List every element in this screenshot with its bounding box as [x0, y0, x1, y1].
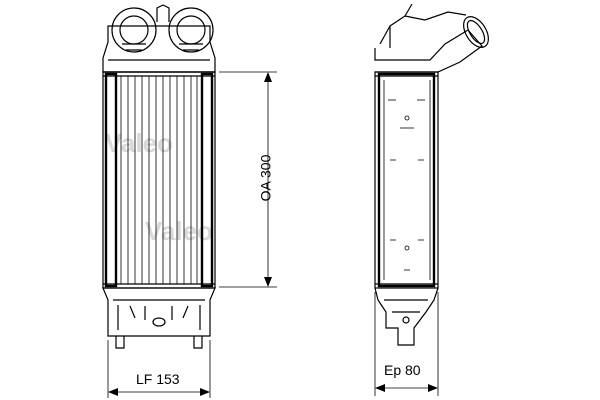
height-dimension-label: OA 300 — [257, 154, 274, 202]
right-foot — [193, 336, 203, 349]
side-bottom-tank — [374, 287, 439, 346]
width-dimension-label: LF 153 — [136, 371, 180, 387]
depth-dimension — [374, 292, 439, 396]
side-body — [374, 71, 439, 289]
left-foot — [115, 336, 125, 349]
side-view — [374, 3, 489, 346]
width-arrow-right — [200, 388, 210, 396]
right-pipe-outer — [168, 7, 214, 53]
depth-arrow-left — [375, 384, 385, 392]
left-pipe-outer — [111, 7, 157, 53]
depth-arrow-right — [428, 384, 438, 392]
outlet-flange — [463, 16, 489, 48]
core-fins — [120, 76, 198, 284]
right-side-plate — [200, 72, 214, 288]
front-dimensions — [107, 71, 277, 398]
height-arrow-bottom — [264, 277, 272, 287]
right-pipe-inner — [176, 15, 206, 45]
core-frame — [102, 71, 216, 289]
front-view: Valeo Valeo — [102, 4, 216, 349]
width-arrow-left — [108, 388, 118, 396]
left-side-plate — [104, 72, 118, 288]
drain-plug — [152, 317, 166, 327]
depth-dimension-label: Ep 80 — [384, 362, 421, 378]
outlet-pipe — [374, 29, 483, 73]
side-body-inner — [377, 72, 436, 288]
bottom-tank — [102, 287, 216, 337]
height-arrow-top — [264, 72, 272, 82]
side-body-details — [383, 80, 431, 280]
top-clip — [156, 4, 170, 22]
left-pipe-inner — [119, 15, 149, 45]
